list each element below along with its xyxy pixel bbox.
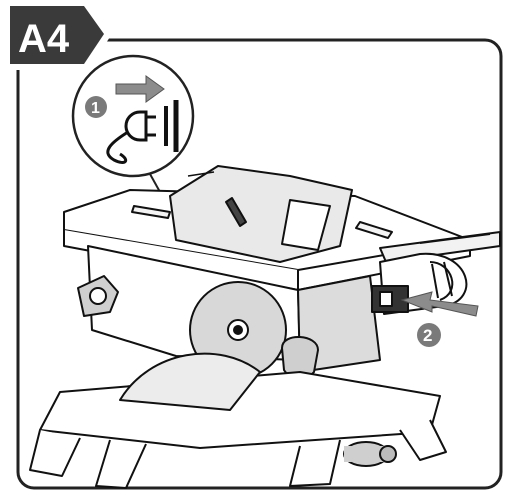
figure-frame [16, 38, 503, 490]
power-socket-icon [164, 100, 179, 152]
callout-2-number: 2 [423, 326, 432, 345]
step-label: A4 [18, 17, 70, 61]
push-arrow-group: 2 [400, 291, 479, 347]
table-saw-illustration [29, 165, 501, 489]
power-plug-icon [106, 110, 156, 164]
step-label-tab: A4 [4, 0, 112, 70]
unplug-detail-circle: 1 [71, 54, 195, 193]
callout-2-badge [417, 323, 441, 347]
arrow-right-icon [115, 75, 165, 103]
callout-1-badge [85, 96, 107, 118]
callout-1-number: 1 [91, 100, 100, 117]
push-arrow-icon [400, 291, 479, 317]
